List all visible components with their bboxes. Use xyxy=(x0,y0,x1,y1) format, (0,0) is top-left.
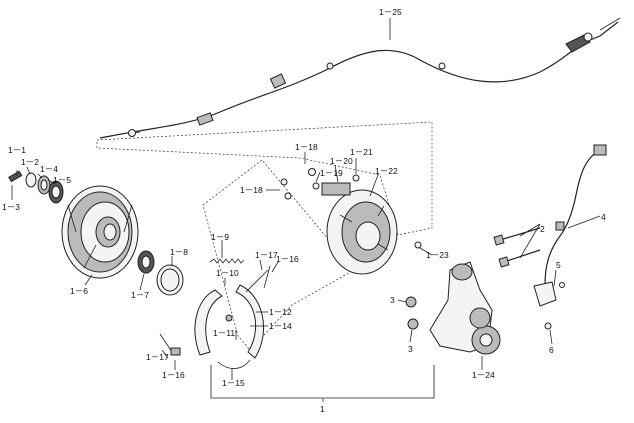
bleeder-fitting xyxy=(308,168,316,176)
label-1-16-upper: 1－16 xyxy=(276,254,299,264)
steering-knuckle xyxy=(429,261,501,355)
screw-part xyxy=(312,182,320,190)
hold-pin xyxy=(159,333,173,353)
label-6: 6 xyxy=(549,345,554,355)
wheel-cylinder xyxy=(321,182,351,196)
label-1-11: 1－11 xyxy=(213,328,235,338)
pin-retainer xyxy=(170,347,181,356)
label-1-7: 1－7 xyxy=(131,290,149,300)
lower-spring xyxy=(217,359,251,369)
label-1-23: 1－23 xyxy=(426,250,449,260)
shoe-group-outline xyxy=(202,159,355,351)
label-1-18-upper: 1－18 xyxy=(295,142,318,152)
part-labels: 1－25 1－1 1－2 1－4 1－5 1－3 1－6 1－7 1－8 1－9… xyxy=(2,7,606,414)
label-3-upper: 3 xyxy=(390,295,395,305)
label-1-8: 1－8 xyxy=(170,247,188,257)
label-1-17-upper: 1－17 xyxy=(255,250,278,260)
label-1-19: 1－19 xyxy=(320,168,343,178)
label-1-3: 1－3 xyxy=(2,202,20,212)
label-1-15: 1－15 xyxy=(222,378,245,388)
label-1-4: 1－4 xyxy=(40,164,58,174)
label-1-1: 1－1 xyxy=(8,145,26,155)
hub-small-parts xyxy=(8,170,64,204)
label-2: 2 xyxy=(540,224,545,234)
label-1-20: 1－20 xyxy=(330,156,353,166)
nut-upper xyxy=(405,296,417,308)
label-1-5: 1－5 xyxy=(53,175,71,185)
label-1-24: 1－24 xyxy=(472,370,495,380)
label-1-10: 1－10 xyxy=(216,268,239,278)
seal-ring-inner xyxy=(160,268,180,292)
return-spring xyxy=(209,258,245,264)
brake-drum xyxy=(61,185,139,279)
label-4: 4 xyxy=(601,212,606,222)
bearing-bore xyxy=(141,255,151,269)
label-1-18-lower: 1－18 xyxy=(240,185,263,195)
label-1: 1 xyxy=(320,404,325,414)
backing-plate xyxy=(326,189,398,275)
label-1-6: 1－6 xyxy=(70,286,88,296)
label-1-9: 1－9 xyxy=(211,232,229,242)
cable-group-outline xyxy=(96,121,433,236)
label-3-lower: 3 xyxy=(408,344,413,354)
abs-sensor-wire xyxy=(533,144,607,330)
label-1-2: 1－2 xyxy=(21,157,39,167)
nut-lower xyxy=(407,318,419,330)
label-1-17-lower: 1－17 xyxy=(146,352,169,362)
label-1-12: 1－12 xyxy=(269,307,292,317)
fitting-part xyxy=(280,178,288,186)
brake-shoes xyxy=(194,265,271,359)
label-5: 5 xyxy=(556,260,561,270)
label-1-16-lower: 1－16 xyxy=(162,370,185,380)
label-1-14: 1－14 xyxy=(269,321,292,331)
label-1-22: 1－22 xyxy=(375,166,398,176)
knuckle-bolts xyxy=(493,227,541,268)
fitting-part-2 xyxy=(284,192,292,200)
parking-brake-cable xyxy=(99,17,621,139)
leader-lines xyxy=(11,18,601,402)
nut-part xyxy=(414,241,422,249)
label-1-21: 1－21 xyxy=(350,147,373,157)
bolt-part xyxy=(352,174,360,182)
label-1-25: 1－25 xyxy=(379,7,402,17)
